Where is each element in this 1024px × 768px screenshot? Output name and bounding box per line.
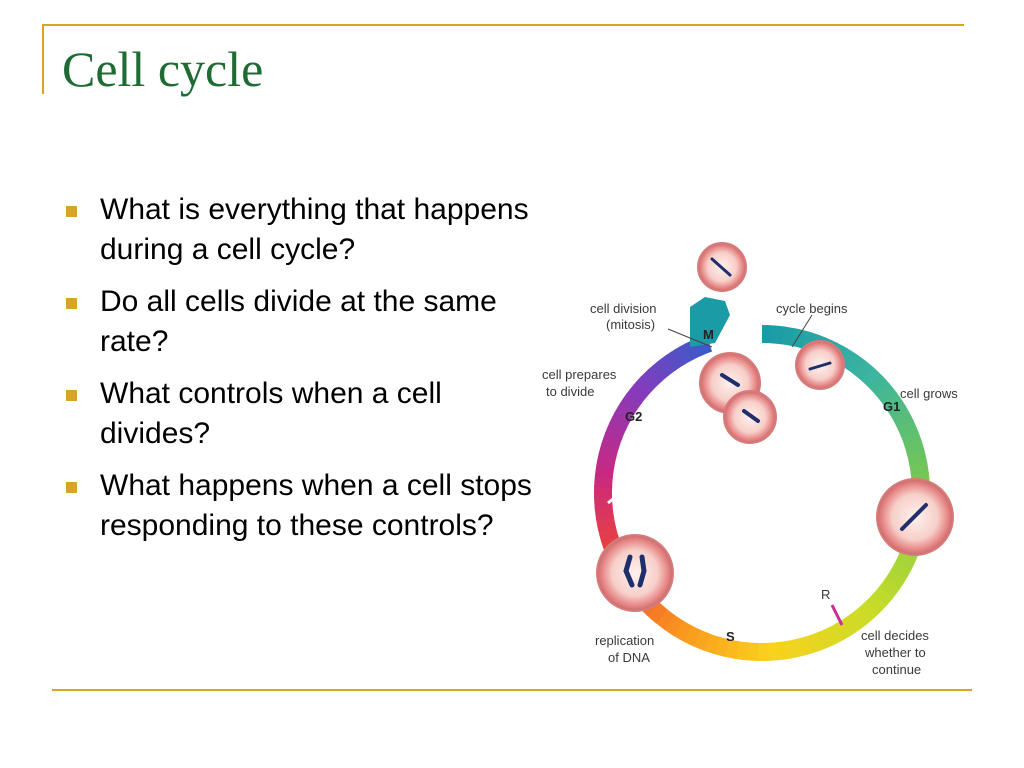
ring-segment	[766, 642, 781, 661]
ring-segment	[594, 506, 614, 521]
ring-segment	[646, 601, 668, 624]
ring-segment	[845, 353, 867, 376]
ring-segment	[605, 421, 627, 440]
bullet-text: What controls when a cell divides?	[100, 377, 442, 450]
bottom-rule	[52, 689, 972, 691]
label-mitosis: (mitosis)	[606, 317, 655, 332]
ring-segment	[872, 586, 894, 608]
top-rule	[42, 24, 964, 26]
phase-s-label: S	[726, 629, 735, 644]
ring-segment	[881, 391, 904, 412]
label-cell-division: cell division	[590, 301, 656, 316]
bullet-list: What is everything that happens during a…	[62, 190, 542, 558]
ring-segment	[857, 600, 879, 623]
ring-segment	[648, 361, 669, 383]
square-bullet-icon	[66, 298, 77, 309]
ring-segment	[849, 607, 871, 630]
ring-segment	[875, 383, 897, 404]
ring-segment	[894, 552, 917, 572]
pointer-lines	[667, 314, 813, 348]
label-cycle-begins: cycle begins	[776, 301, 848, 316]
ring-segment	[824, 624, 844, 646]
ring-segment	[684, 338, 703, 361]
ring-segment	[594, 485, 613, 499]
ring-segment	[663, 614, 684, 637]
bullet-item: Do all cells divide at the same rate?	[62, 282, 542, 362]
ring-segment	[833, 619, 853, 641]
ring-segment	[776, 640, 792, 661]
cell-dividing	[699, 352, 777, 444]
ring-segment	[841, 613, 862, 636]
ring-segment	[619, 392, 642, 414]
ring-segment	[884, 570, 907, 590]
ring-segment	[889, 561, 912, 581]
ring-segment	[786, 638, 803, 659]
ring-segment	[868, 374, 891, 396]
ring-segment	[594, 496, 613, 510]
square-bullet-icon	[66, 206, 77, 217]
ring-segment	[878, 578, 901, 599]
ring-segment	[892, 410, 914, 430]
cell-top	[697, 242, 747, 292]
label-replication: replication	[595, 633, 654, 648]
label-continue: continue	[872, 662, 921, 677]
bullet-text: What is everything that happens during a…	[100, 193, 529, 266]
ring-segment	[654, 608, 676, 631]
ring-segment	[601, 431, 623, 449]
left-rule	[42, 24, 44, 94]
label-cell-prepares: cell prepares	[542, 367, 617, 382]
ring-segment	[640, 368, 662, 390]
square-bullet-icon	[66, 390, 77, 401]
bullet-text: Do all cells divide at the same rate?	[100, 285, 497, 358]
ring-segment	[692, 629, 711, 651]
cell-s-phase	[596, 534, 674, 612]
ring-segment	[907, 451, 928, 467]
ring-segment	[702, 633, 720, 655]
ring-segment	[672, 620, 693, 642]
ring-segment	[632, 376, 655, 398]
ring-segment	[887, 400, 909, 421]
ring-segment	[665, 348, 686, 371]
bullet-item: What is everything that happens during a…	[62, 190, 542, 270]
label-whether-to: whether to	[864, 645, 926, 660]
ring-segment	[909, 461, 929, 477]
ring-segment	[614, 402, 636, 422]
cell-g1-large	[876, 478, 954, 556]
ring-segment	[865, 593, 887, 615]
ring-segment	[745, 642, 759, 661]
ring-segment	[595, 515, 616, 532]
slide-title: Cell cycle	[62, 41, 264, 97]
label-of-dna: of DNA	[608, 650, 650, 665]
mitosis-notch	[690, 297, 730, 347]
label-to-divide: to divide	[546, 384, 594, 399]
ring-segment	[771, 325, 786, 345]
label-cell-grows: cell grows	[900, 386, 958, 401]
ring-segment	[762, 325, 775, 344]
cell-cycle-diagram: M G1 G2 S R cell division (mitosis) cycl…	[542, 242, 958, 677]
bullet-item: What happens when a cell stops respondin…	[62, 466, 542, 546]
ring-segment	[853, 360, 875, 382]
ring-segment	[682, 625, 701, 647]
ring-segment	[626, 384, 648, 405]
bullet-text: What happens when a cell stops respondin…	[100, 469, 532, 542]
ring-segment	[674, 343, 694, 365]
bullet-item: What controls when a cell divides?	[62, 374, 542, 454]
phase-g1-label: G1	[883, 399, 900, 414]
ring-segment	[609, 411, 631, 431]
square-bullet-icon	[66, 482, 77, 493]
restriction-point-mark	[830, 604, 844, 626]
cell-g1-small	[795, 340, 845, 390]
restriction-point-label: R	[821, 587, 830, 602]
ring-segment	[656, 354, 677, 377]
ring-segment	[594, 474, 613, 488]
ring-segment	[756, 642, 770, 661]
ring-segment	[861, 367, 883, 389]
phase-g2-label: G2	[625, 409, 642, 424]
label-cell-decides: cell decides	[861, 628, 929, 643]
phase-m-label: M	[703, 327, 714, 342]
